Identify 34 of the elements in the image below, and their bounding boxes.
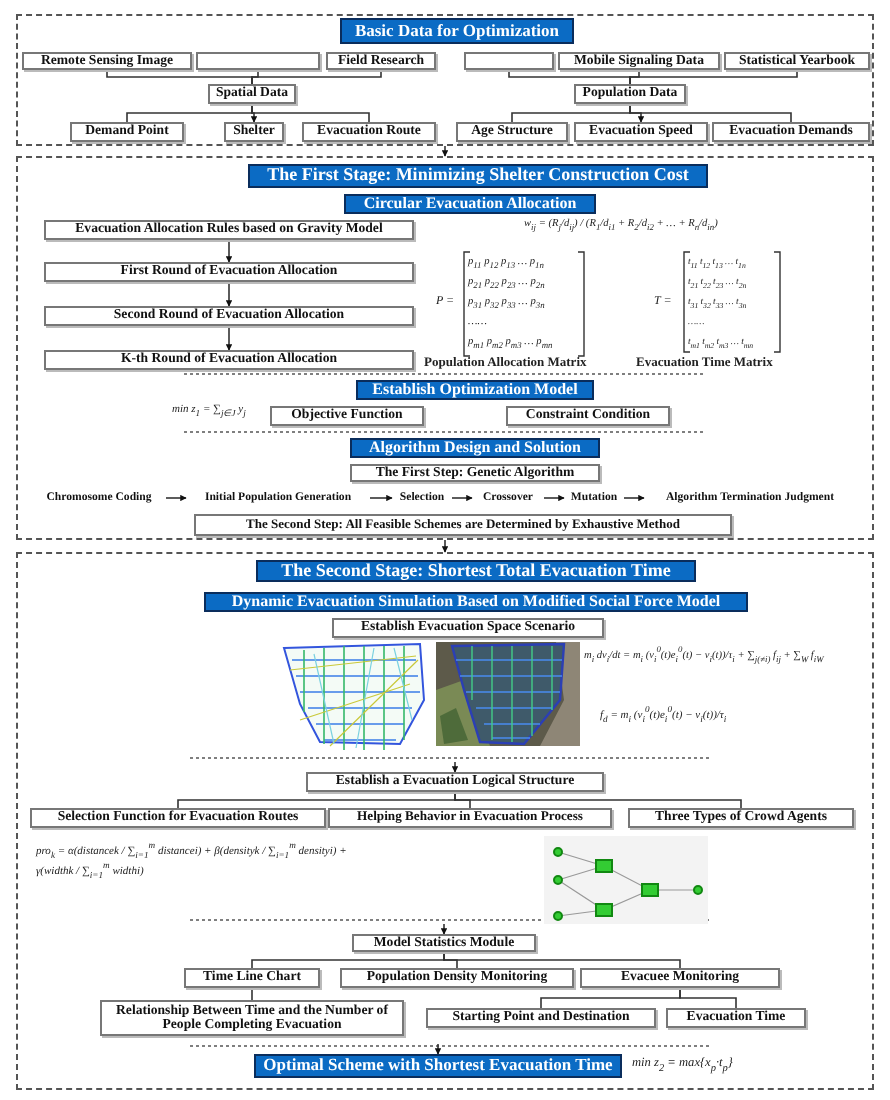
arrow <box>451 494 473 502</box>
arrow <box>225 239 233 263</box>
connector-line <box>629 103 792 123</box>
source-box <box>196 52 320 70</box>
title-banner: The First Stage: Minimizing Shelter Construction Cost <box>248 164 708 188</box>
arrow <box>441 539 449 553</box>
arrow <box>440 923 448 935</box>
arrow <box>225 325 233 351</box>
section-frame <box>16 156 874 540</box>
connector-line <box>251 69 382 85</box>
arrow <box>623 494 645 502</box>
section-frame <box>16 14 874 146</box>
title-banner: Dynamic Evacuation Simulation Based on Modified Social Force Model <box>204 592 748 612</box>
title-banner: Circular Evacuation Allocation <box>344 194 596 214</box>
connector-line <box>443 951 681 969</box>
connector-line <box>679 987 737 1009</box>
arrow <box>165 494 187 502</box>
arrow <box>441 145 449 157</box>
arrow <box>369 494 393 502</box>
arrow <box>543 494 565 502</box>
title-banner: The Second Stage: Shortest Total Evacuation Time <box>256 560 696 582</box>
title-banner: Algorithm Design and Solution <box>350 438 600 458</box>
arrow <box>451 761 459 773</box>
title-banner: Optimal Scheme with Shortest Evacuation Time <box>254 1054 622 1078</box>
source-box <box>464 52 554 70</box>
connector-line <box>454 791 742 809</box>
connector-line <box>251 987 253 1001</box>
arrow <box>434 1043 442 1055</box>
title-banner: Basic Data for Optimization <box>340 18 574 44</box>
arrow <box>225 281 233 307</box>
connector-line <box>629 69 798 85</box>
title-banner: Establish Optimization Model <box>356 380 594 400</box>
connector-line <box>251 103 370 123</box>
section-frame <box>16 552 874 1090</box>
